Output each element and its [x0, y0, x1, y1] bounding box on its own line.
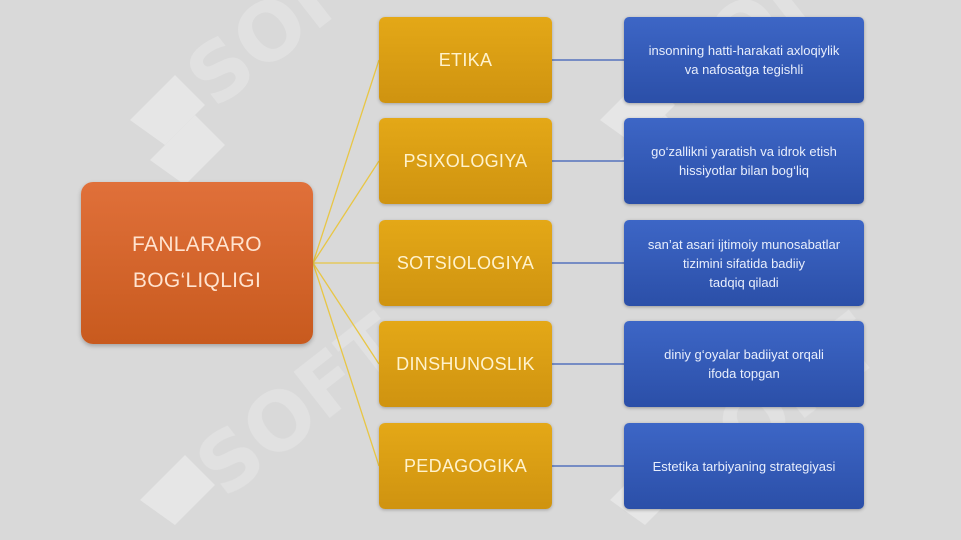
connector-root-to-etika [312, 59, 380, 264]
description-text: diniy g‘oyalar badiiyat orqali ifoda top… [664, 347, 824, 381]
branch-label: SOTSIOLOGIYA [396, 252, 535, 273]
branch-node-etika: ETIKA [379, 17, 552, 103]
root-label: FANLARARO BOG‘LIQLIGI [132, 233, 262, 292]
description-text: san’at asari ijtimoiy munosabatlar tizim… [647, 236, 841, 290]
connector-root-to-psixologiya [312, 160, 380, 264]
branch-node-sotsiologiya: SOTSIOLOGIYA [379, 220, 552, 306]
branch-label: PEDAGOGIKA [403, 455, 528, 476]
branch-label: ETIKA [438, 49, 493, 70]
description-text: go‘zallikni yaratish va idrok etish hiss… [651, 144, 837, 178]
description-text: Estetika tarbiyaning strategiyasi [652, 458, 836, 474]
branch-node-psixologiya: PSIXOLOGIYA [379, 118, 552, 204]
branch-node-dinshunoslik: DINSHUNOSLIK [379, 321, 552, 407]
root-node: FANLARARO BOG‘LIQLIGI [81, 182, 313, 344]
description-node-sotsiologiya: san’at asari ijtimoiy munosabatlar tizim… [624, 220, 864, 306]
connector-root-to-pedagogika [312, 262, 380, 467]
branch-node-pedagogika: PEDAGOGIKA [379, 423, 552, 509]
description-node-etika: insonning hatti-harakati axloqiylik va n… [624, 17, 864, 103]
connector-root-to-dinshunoslik [312, 262, 380, 365]
description-node-pedagogika: Estetika tarbiyaning strategiyasi [624, 423, 864, 509]
description-node-psixologiya: go‘zallikni yaratish va idrok etish hiss… [624, 118, 864, 204]
description-text: insonning hatti-harakati axloqiylik va n… [648, 43, 840, 77]
branch-label: DINSHUNOSLIK [396, 353, 535, 374]
description-node-dinshunoslik: diniy g‘oyalar badiiyat orqali ifoda top… [624, 321, 864, 407]
branch-label: PSIXOLOGIYA [403, 150, 528, 171]
